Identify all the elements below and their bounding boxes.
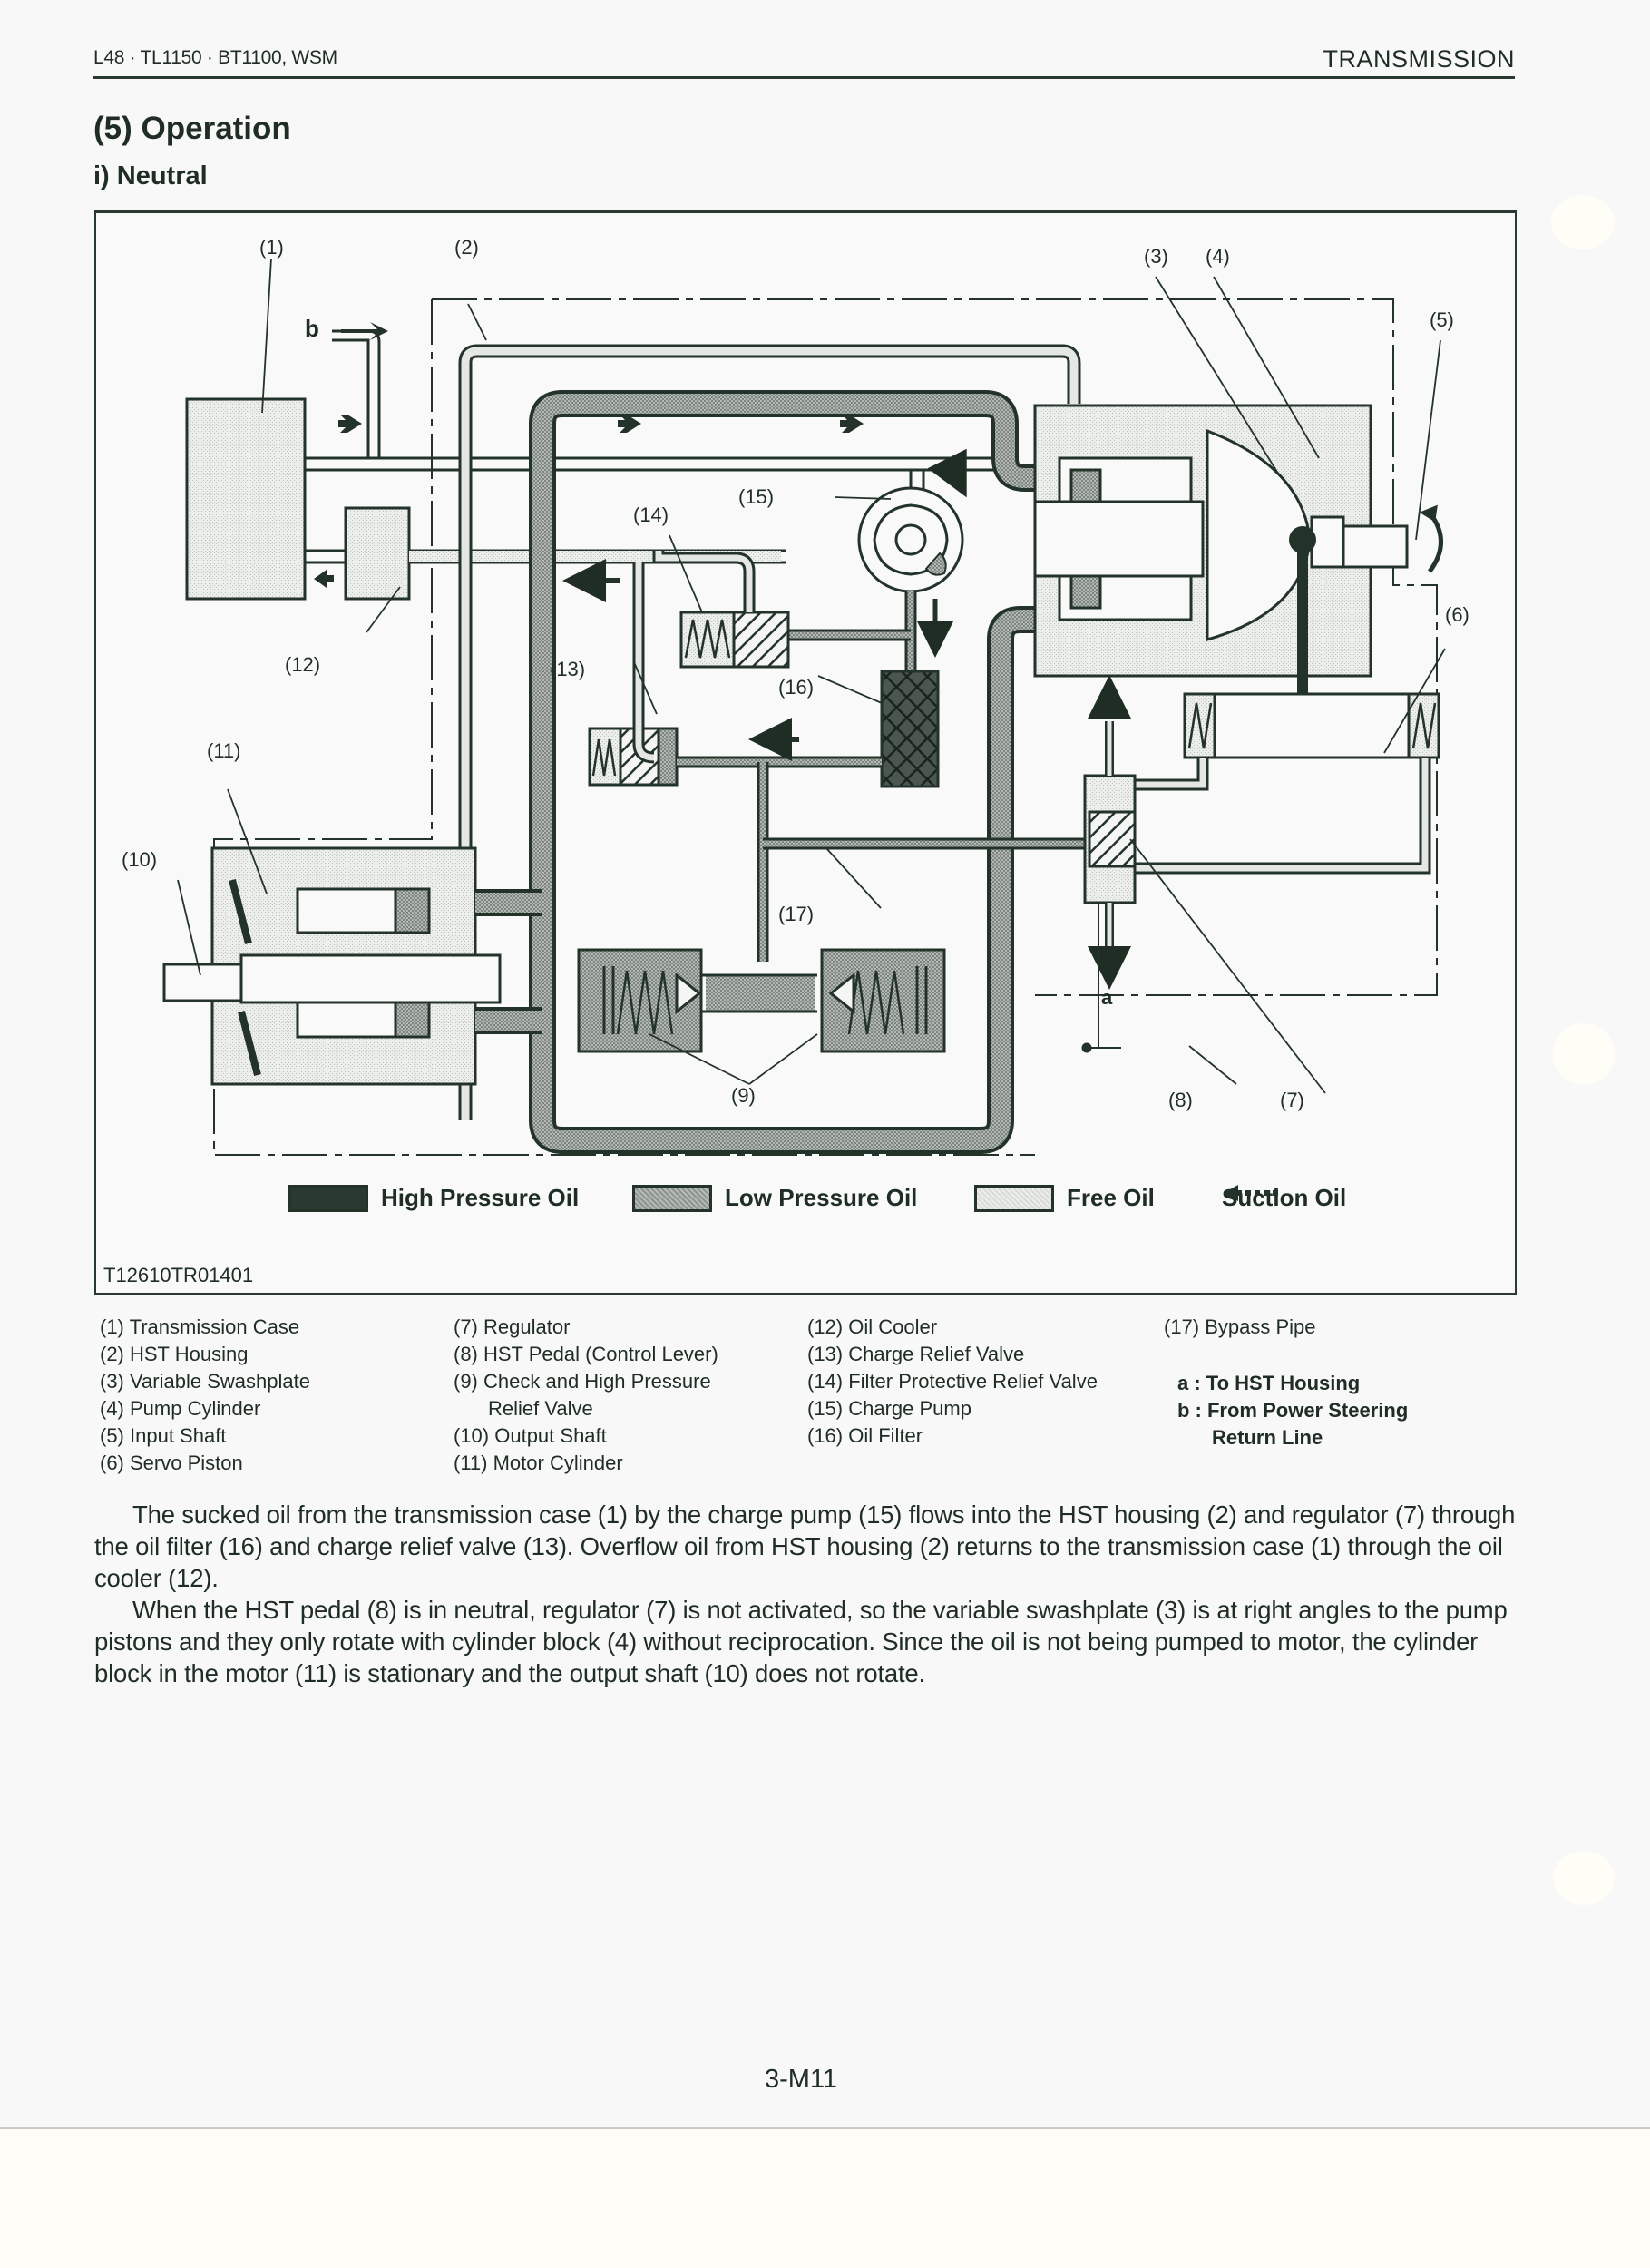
parts-list-column-1: (1) Transmission Case (2) HST Housing (3… <box>100 1314 310 1477</box>
flow-notes: a : To HST Housing b : From Power Steeri… <box>1177 1370 1408 1452</box>
callout-9: (9) <box>731 1084 756 1107</box>
section-name: TRANSMISSION <box>1323 45 1515 73</box>
callout-6: (6) <box>1445 603 1469 626</box>
part-item: (11) Motor Cylinder <box>454 1452 623 1474</box>
servo-piston <box>1183 692 1440 759</box>
callout-10: (10) <box>122 848 157 871</box>
part-item: (4) Pump Cylinder <box>100 1397 261 1420</box>
paragraph: When the HST pedal (8) is in neutral, re… <box>94 1596 1508 1687</box>
hst-neutral-diagram: (1) (2) (3) (4) (5) (6) (7) (8) (9) (10)… <box>94 210 1517 1295</box>
part-item: (3) Variable Swashplate <box>100 1370 310 1393</box>
part-item: (13) Charge Relief Valve <box>807 1343 1025 1365</box>
part-item: (17) Bypass Pipe <box>1164 1315 1316 1338</box>
transmission-case <box>185 397 307 601</box>
callout-14: (14) <box>633 503 669 526</box>
charge-relief-valve-spring <box>588 727 622 787</box>
hydraulic-schematic: (1) (2) (3) (4) (5) (6) (7) (8) (9) (10)… <box>122 236 1469 1156</box>
figure-id: T12610TR01401 <box>103 1264 254 1286</box>
oil-cooler <box>344 506 411 601</box>
callout-15: (15) <box>738 485 774 508</box>
note-a: a : To HST Housing <box>1177 1372 1361 1394</box>
figure-legend: High Pressure Oil Low Pressure Oil Free … <box>192 1184 1462 1220</box>
note-b-continued: Return Line <box>1212 1426 1323 1449</box>
parts-list-column-3: (12) Oil Cooler (13) Charge Relief Valve… <box>807 1314 1098 1450</box>
callout-b: b <box>305 315 319 342</box>
section-title: (5) Operation <box>93 111 291 146</box>
part-item: (5) Input Shaft <box>100 1424 227 1447</box>
callout-a-top: a <box>1101 680 1113 703</box>
input-shaft <box>1342 524 1409 569</box>
callout-1: (1) <box>259 236 284 259</box>
subsection-title: i) Neutral <box>93 161 208 191</box>
free-oil-swatch <box>974 1184 1054 1212</box>
legend-low-pressure: Low Pressure Oil <box>632 1184 917 1212</box>
return-arrow <box>314 570 334 588</box>
punch-hole <box>1553 1023 1615 1085</box>
manual-id: L48 · TL1150 · BT1100, WSM <box>93 47 337 68</box>
punch-hole <box>1553 1851 1615 1905</box>
part-item: (8) HST Pedal (Control Lever) <box>454 1343 718 1365</box>
low-pressure-swatch <box>632 1184 712 1212</box>
part-item: (14) Filter Protective Relief Valve <box>807 1370 1098 1393</box>
callout-17: (17) <box>778 903 814 925</box>
part-item: (15) Charge Pump <box>807 1397 971 1420</box>
callout-2: (2) <box>454 236 479 259</box>
callout-a-bottom: a <box>1101 986 1113 1009</box>
high-pressure-swatch <box>288 1184 368 1212</box>
part-item: (7) Regulator <box>454 1315 571 1338</box>
parts-list-column-4: (17) Bypass Pipe <box>1164 1314 1316 1341</box>
suction-arrow-icon <box>1224 1185 1278 1201</box>
callout-13: (13) <box>550 658 585 680</box>
suction-arrow <box>822 415 864 433</box>
part-item: (2) HST Housing <box>100 1343 249 1365</box>
note-b: b : From Power Steering <box>1177 1399 1409 1422</box>
callout-16: (16) <box>778 676 814 699</box>
parts-list-column-2: (7) Regulator (8) HST Pedal (Control Lev… <box>454 1314 718 1477</box>
oil-filter <box>880 670 940 788</box>
part-item: (12) Oil Cooler <box>807 1315 938 1338</box>
callout-8: (8) <box>1168 1089 1193 1111</box>
callout-4: (4) <box>1206 245 1230 268</box>
legend-free-oil: Free Oil <box>974 1184 1155 1212</box>
part-item: (16) Oil Filter <box>807 1424 923 1447</box>
page-header: L48 · TL1150 · BT1100, WSM TRANSMISSION <box>93 45 1515 79</box>
part-item: (6) Servo Piston <box>100 1452 243 1474</box>
callout-11: (11) <box>207 739 241 762</box>
callout-3: (3) <box>1144 245 1168 268</box>
part-item: (10) Output Shaft <box>454 1424 607 1447</box>
legend-high-pressure: High Pressure Oil <box>288 1184 579 1212</box>
manual-page: L48 · TL1150 · BT1100, WSM TRANSMISSION … <box>0 45 1650 2129</box>
output-shaft <box>162 963 243 1002</box>
part-item: (9) Check and High Pressure <box>454 1370 711 1393</box>
punch-hole <box>1551 195 1615 249</box>
paragraph: The sucked oil from the transmission cas… <box>94 1501 1516 1592</box>
legend-suction-oil: Suction Oil <box>1222 1184 1347 1211</box>
suction-arrow <box>320 415 362 433</box>
callout-5: (5) <box>1430 308 1454 331</box>
description-text: The sucked oil from the transmission cas… <box>94 1499 1516 1689</box>
part-item-continued: Relief Valve <box>488 1397 593 1420</box>
callout-12: (12) <box>285 653 320 676</box>
part-item: (1) Transmission Case <box>100 1315 300 1338</box>
callout-7: (7) <box>1280 1089 1304 1111</box>
suction-arrow <box>600 415 641 433</box>
page-number: 3-M11 <box>765 2065 838 2094</box>
